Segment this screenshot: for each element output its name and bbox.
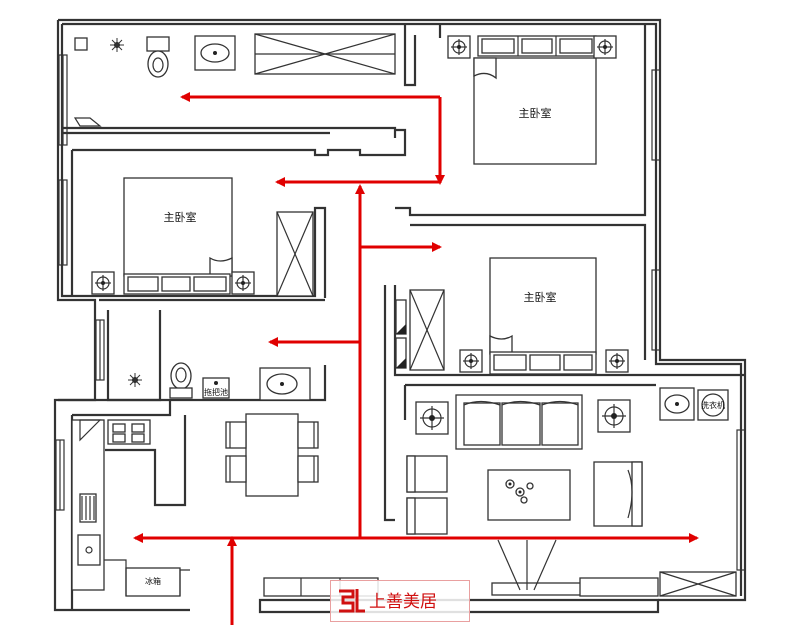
window-left-kitchen [55, 439, 65, 511]
wardrobe-left [123, 273, 231, 295]
nightstand-lamp-icon [459, 349, 483, 373]
toilet-icon [146, 36, 170, 78]
nightstand-lamp-icon [447, 35, 471, 59]
wardrobe-top-right [477, 35, 597, 57]
wash-basin-icon [659, 387, 695, 421]
window-right-mid [651, 269, 661, 351]
window-left-top [58, 54, 68, 146]
fridge-label: 冰箱 [145, 576, 161, 586]
ceiling-light-icon [110, 38, 124, 52]
nightstand-lamp-icon [91, 271, 115, 295]
fridge: 冰箱 [125, 567, 181, 597]
window-right-living [736, 429, 746, 571]
washer-label: 洗衣机 [701, 400, 725, 410]
single-sofa-icon [593, 461, 643, 527]
circulation-arrows [133, 92, 699, 625]
window-right-top [651, 69, 661, 161]
bed-left: 主卧室 [123, 177, 233, 277]
washing-machine: 洗衣机 [697, 389, 729, 421]
ceiling-light-icon [128, 373, 142, 387]
closet-mid [395, 289, 445, 371]
coffee-table [487, 469, 571, 521]
bathtub-icon [254, 33, 396, 75]
nightstand-lamp-icon [593, 35, 617, 59]
stove-icon [107, 419, 151, 445]
mop-sink: 拖把池 [202, 377, 230, 399]
bed-top-right: 主卧室 [473, 57, 597, 165]
armchair-icon [406, 455, 448, 493]
armchair-icon [406, 497, 448, 535]
room-label-bedroom-mid-right: 主卧室 [524, 290, 557, 304]
logo-mark: 上善美居 [339, 589, 437, 613]
bed-mid-right: 主卧室 [489, 257, 597, 355]
sofa [455, 394, 583, 450]
window-left-bath [95, 319, 105, 381]
room-label-bedroom-top-right: 主卧室 [519, 106, 552, 120]
logo-brand-text: 上善美居 [369, 592, 437, 612]
wash-basin-icon [194, 35, 236, 71]
nightstand-lamp-icon [605, 349, 629, 373]
dining-table [225, 413, 319, 497]
window-left-mid [58, 179, 68, 266]
towel-bar-icon [73, 37, 102, 127]
balcony-cabinet [659, 571, 737, 597]
toilet-icon [169, 362, 193, 399]
brand-logo: 上善美居 [330, 580, 470, 622]
kitchen-doors [104, 559, 190, 596]
floor-lamp-icon [597, 399, 631, 433]
room-label-bedroom-left: 主卧室 [164, 210, 197, 224]
floor-lamp-icon [415, 401, 449, 435]
wardrobe-mid-right [489, 351, 597, 375]
kitchen-counter [71, 419, 105, 591]
closet-left [276, 211, 314, 297]
wash-basin-icon [259, 367, 311, 401]
mop-sink-label: 拖把池 [204, 387, 228, 397]
nightstand-lamp-icon [231, 271, 255, 295]
